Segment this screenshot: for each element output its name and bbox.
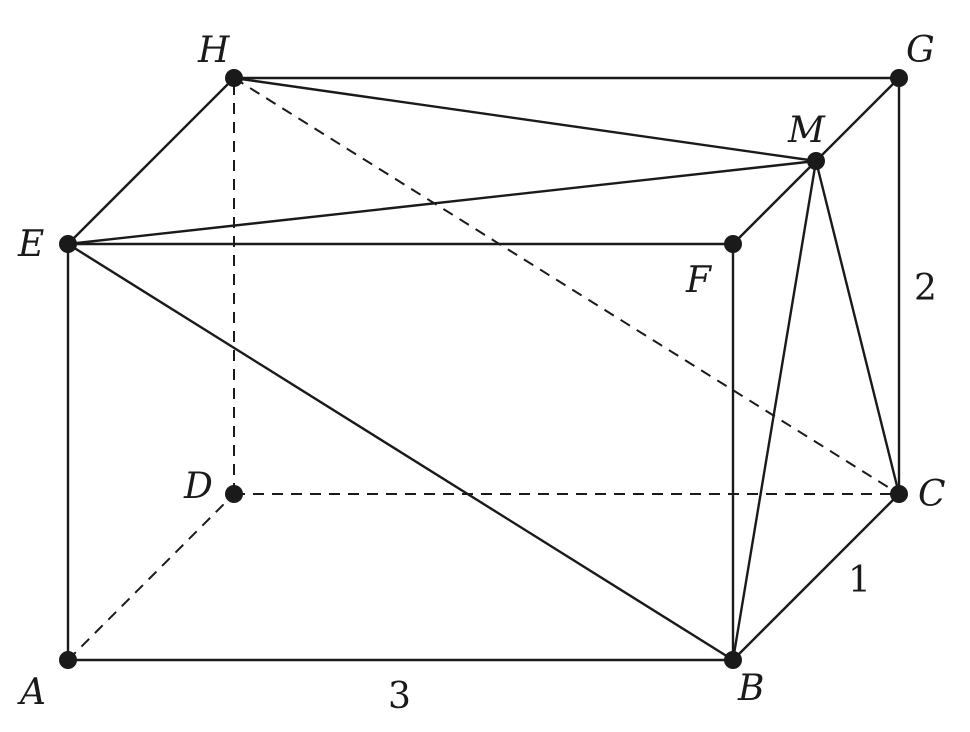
edge-he: [66, 76, 236, 246]
vertex-c: [890, 485, 908, 503]
vertex-a: [59, 651, 77, 669]
edge-fm: [731, 159, 818, 246]
label-m: M: [787, 110, 826, 151]
label-d: D: [183, 466, 213, 507]
length-ab-label: 3: [388, 676, 411, 717]
label-h: H: [197, 30, 230, 71]
vertex-h: [225, 69, 243, 87]
vertex-m: [807, 152, 825, 170]
edge-mg: [814, 76, 901, 163]
vertex-d: [225, 485, 243, 503]
vertex-e: [59, 235, 77, 253]
hidden-edge-ad: [67, 493, 235, 661]
edge-bc: [731, 492, 901, 662]
length-bc-label: 1: [848, 560, 871, 601]
visible-edges: [66, 76, 901, 662]
label-a: A: [17, 672, 46, 713]
label-b: B: [737, 668, 764, 709]
length-cg-label: 2: [914, 268, 937, 309]
vertices: [59, 69, 908, 669]
vertex-b: [724, 651, 742, 669]
edge-mb: [731, 159, 818, 662]
label-f: F: [685, 260, 713, 301]
edge-eb: [66, 242, 735, 662]
edge-hm: [232, 76, 818, 163]
label-c: C: [918, 474, 946, 515]
label-e: E: [17, 224, 44, 265]
hidden-edges: [67, 77, 900, 661]
edge-em: [66, 159, 818, 246]
label-g: G: [906, 30, 935, 71]
hidden-edge-hc: [233, 77, 900, 495]
vertex-f: [724, 235, 742, 253]
vertex-g: [890, 69, 908, 87]
edge-mc: [814, 159, 901, 496]
